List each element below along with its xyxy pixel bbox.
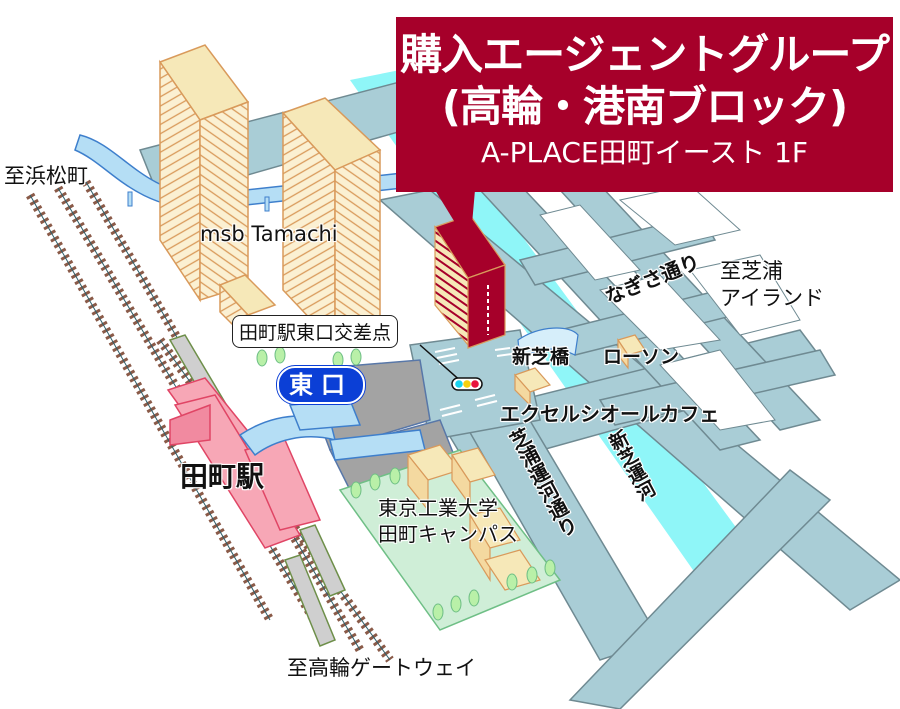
msb-tamachi-towers: [158, 44, 382, 347]
label-lawson: ローソン: [603, 346, 680, 368]
city-blocks: [539, 184, 801, 431]
direction-shibaura-island: 至芝浦 アイランド: [720, 258, 824, 312]
shop-buildings: [513, 334, 646, 407]
label-titech-campus: 東京工業大学 田町キャンパス: [378, 495, 518, 547]
company-title-box: 購入エージェントグループ (高輪・港南ブロック) A-PLACE田町イースト 1…: [396, 17, 893, 192]
traffic-light-icon: [451, 377, 483, 391]
tamachi-station-building: [166, 377, 322, 549]
label-excelsior-cafe: エクセルシオールカフェ: [500, 402, 720, 426]
label-titech-line2: 田町キャンパス: [378, 522, 518, 546]
title-line-3: A-PLACE田町イースト 1F: [480, 136, 809, 169]
direction-shibaura-island-line2: アイランド: [720, 286, 824, 310]
campus-buildings: [406, 444, 541, 591]
pedestrian-deck: [238, 399, 426, 461]
east-exit-badge: 東口: [277, 366, 365, 404]
label-msb-tamachi: msb Tamachi: [200, 222, 338, 246]
label-tamachi-station: 田町駅: [180, 460, 265, 493]
shinshiba-bridge: [517, 327, 579, 362]
crosswalks: [434, 347, 513, 417]
title-line-2: (高輪・港南ブロック): [441, 82, 848, 131]
callout-pointer: [435, 190, 475, 247]
intersection-callout: 田町駅東口交差点: [232, 315, 399, 348]
tree-icon: [256, 346, 556, 621]
label-shinshiba-bridge: 新芝橋: [512, 346, 570, 368]
direction-shibaura-island-line1: 至芝浦: [720, 259, 783, 283]
direction-takanawa-gateway: 至高輪ゲートウェイ: [287, 656, 476, 680]
direction-hamamatsucho: 至浜松町: [4, 164, 88, 188]
title-line-1: 購入エージェントグループ: [400, 30, 890, 79]
callout-leader-line: [419, 344, 464, 384]
label-titech-line1: 東京工業大学: [378, 496, 498, 520]
